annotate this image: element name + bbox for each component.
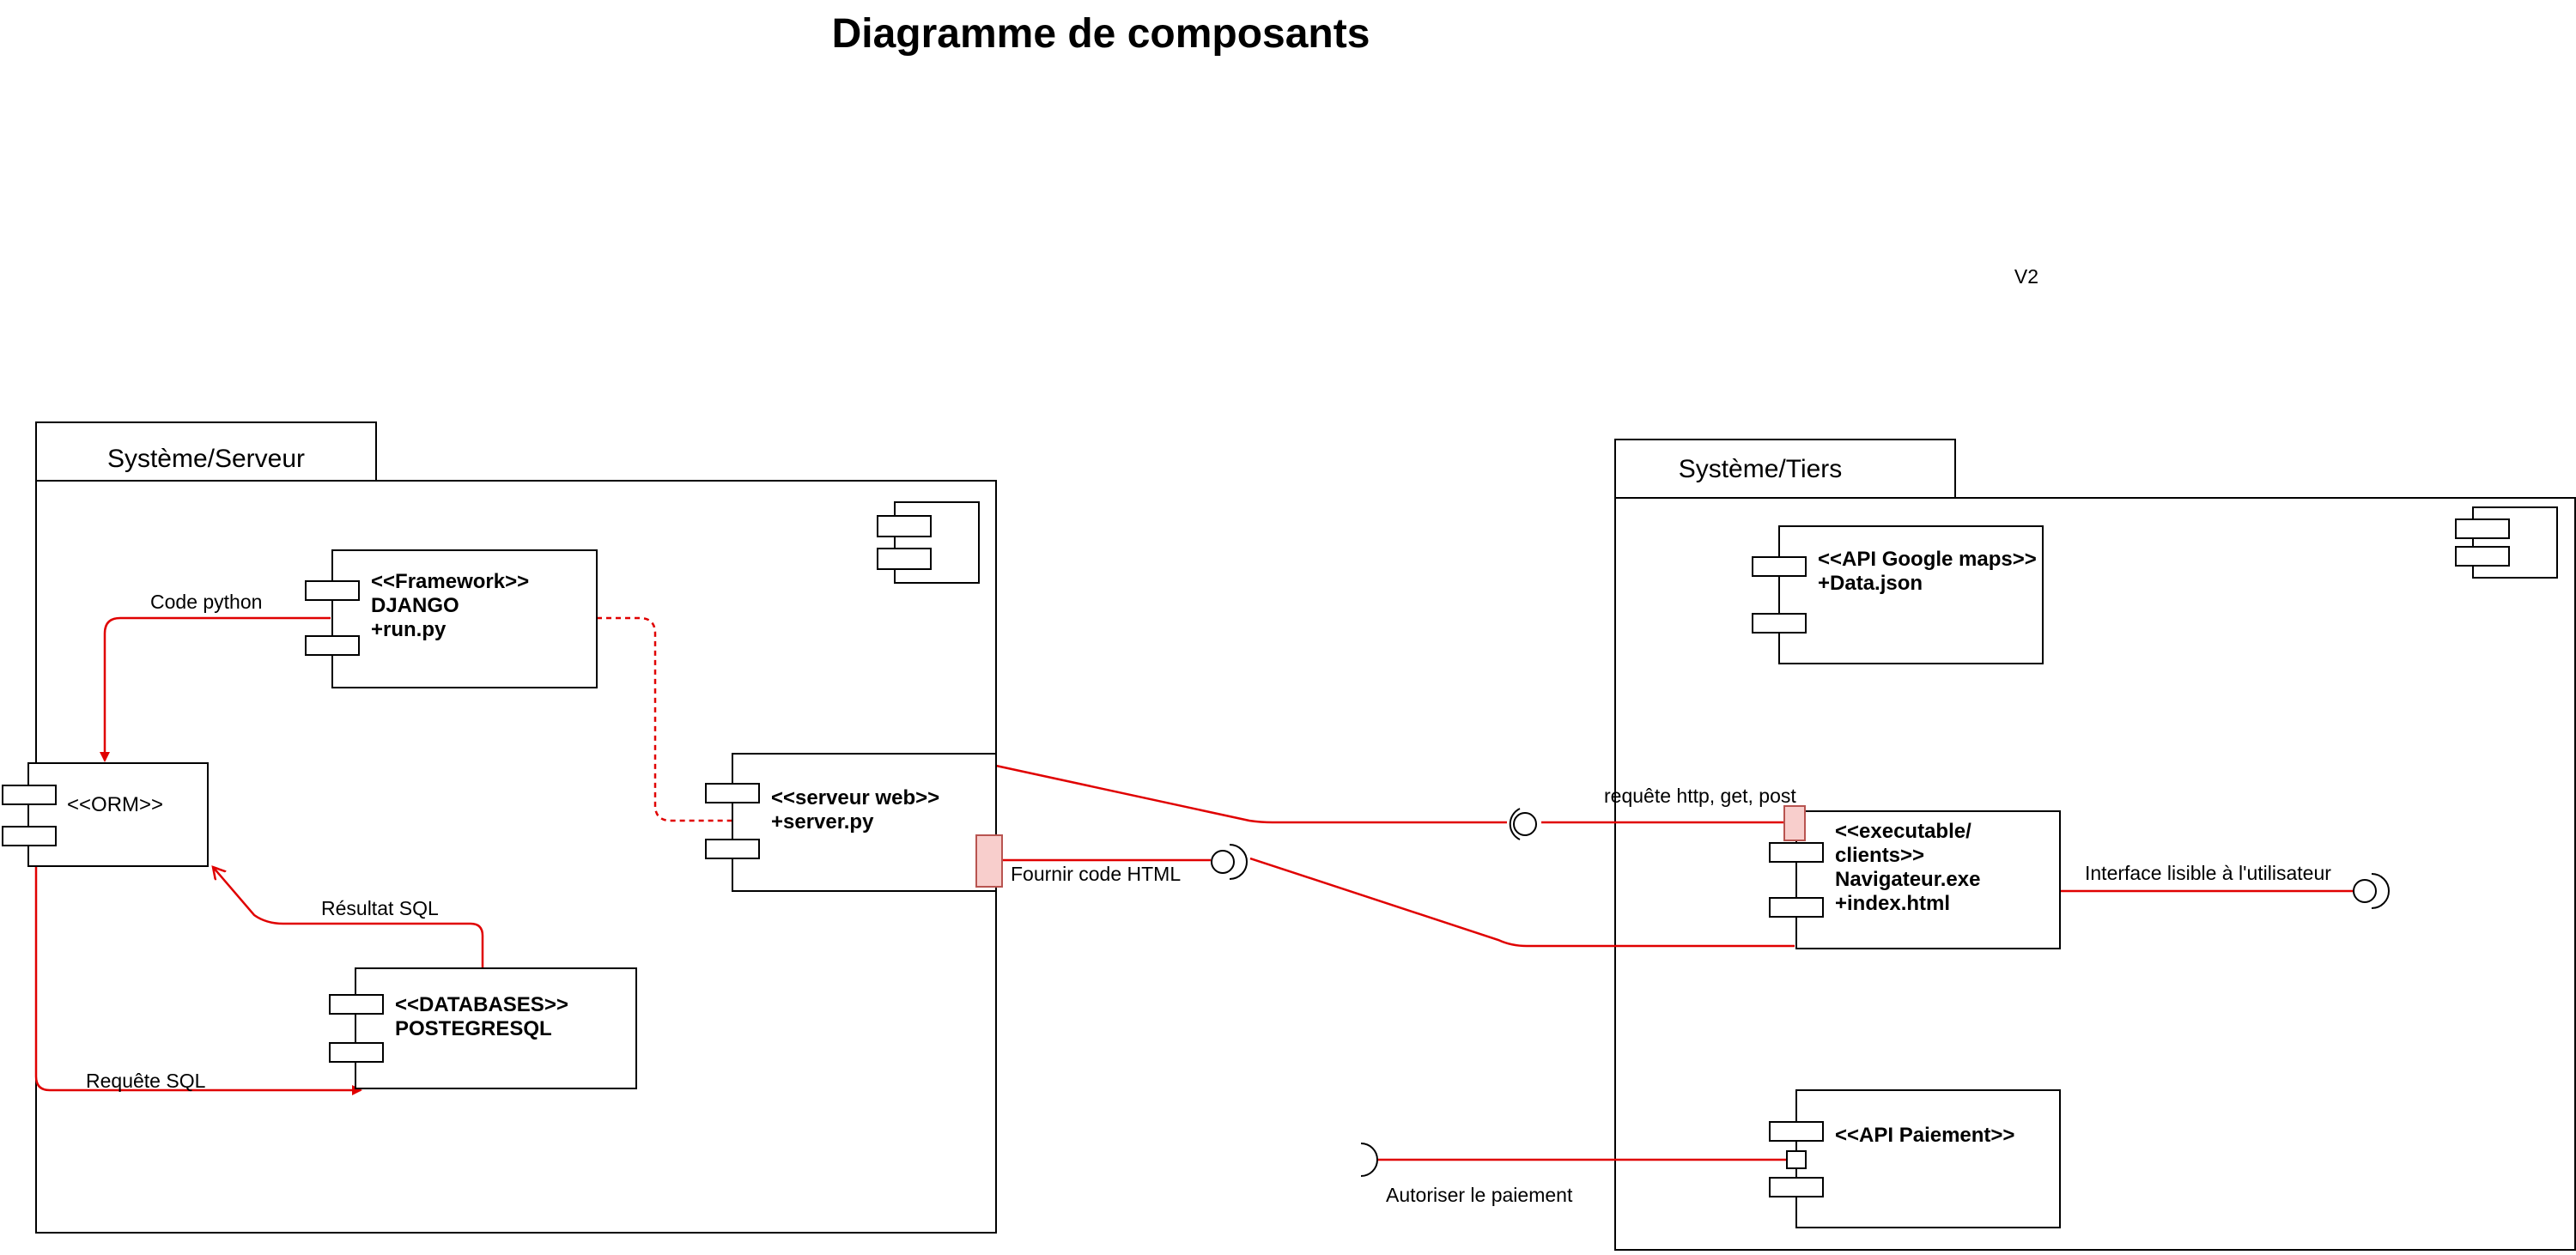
- framework-name: DJANGO: [371, 594, 459, 617]
- browser-stereotype-2: clients>>: [1835, 844, 1924, 867]
- connector-webserver-http: [995, 764, 1507, 824]
- label-user-interface: Interface lisible à l'utilisateur: [2085, 862, 2331, 884]
- connector-sql-result: [213, 867, 484, 968]
- google-maps-stereotype: <<API Google maps>>: [1818, 548, 2037, 571]
- required-interface-payment: [1360, 1143, 1378, 1177]
- label-html-provide: Fournir code HTML: [1011, 863, 1181, 885]
- payment-port: [1786, 1150, 1807, 1169]
- browser-stereotype: <<executable/: [1835, 820, 1971, 843]
- component-icon: [877, 501, 980, 584]
- connectors: [34, 616, 2354, 1161]
- component-database: <<DATABASES>> POSTEGRESQL: [329, 967, 637, 1089]
- framework-detail: +run.py: [371, 618, 447, 641]
- label-http-request: requête http, get, post: [1604, 785, 1796, 807]
- google-maps-detail: +Data.json: [1818, 572, 1923, 595]
- component-browser: <<executable/ clients>> Navigateur.exe +…: [1769, 805, 2061, 949]
- connector-framework-webserver: [597, 616, 732, 822]
- framework-stereotype: <<Framework>>: [371, 570, 529, 593]
- label-sql-query: Requête SQL: [86, 1070, 206, 1092]
- component-framework: <<Framework>> DJANGO +run.py: [305, 549, 598, 688]
- provided-interface-html: [1211, 850, 1235, 874]
- package-server-label: Système/Serveur: [107, 445, 305, 473]
- browser-name: Navigateur.exe: [1835, 868, 1980, 891]
- connector-html-browser: [1249, 857, 1795, 948]
- required-interface-html: [1229, 844, 1248, 880]
- interfaces: [1211, 808, 2390, 1177]
- webserver-stereotype: <<serveur web>>: [771, 786, 939, 809]
- connector-code-python: [100, 616, 331, 762]
- connector-sql-query: [34, 865, 362, 1095]
- provided-interface-http: [1513, 812, 1537, 836]
- required-interface-user: [2371, 873, 2390, 909]
- component-webserver: <<serveur web>> +server.py: [705, 753, 1003, 892]
- component-payment: <<API Paiement>>: [1769, 1089, 2061, 1228]
- database-stereotype: <<DATABASES>>: [395, 993, 568, 1016]
- component-orm: <<ORM>>: [2, 762, 209, 867]
- version-label: V2: [2014, 265, 2038, 288]
- webserver-detail: +server.py: [771, 810, 874, 834]
- browser-port: [1783, 805, 1806, 841]
- label-authorize-payment: Autoriser le paiement: [1386, 1184, 1573, 1206]
- component-icon: [2455, 506, 2558, 579]
- component-google-maps: <<API Google maps>> +Data.json: [1752, 525, 2044, 664]
- provided-interface-user: [2353, 879, 2377, 903]
- orm-stereotype: <<ORM>>: [67, 793, 163, 816]
- required-interface-http: [1509, 808, 1521, 840]
- browser-detail: +index.html: [1835, 892, 1950, 915]
- label-code-python: Code python: [150, 591, 262, 613]
- webserver-port: [975, 834, 1003, 888]
- database-name: POSTEGRESQL: [395, 1017, 552, 1040]
- diagram-title: Diagramme de composants: [832, 11, 1370, 57]
- package-third-party-label: Système/Tiers: [1679, 455, 1843, 483]
- package-server-tab: [35, 421, 377, 482]
- label-sql-result: Résultat SQL: [321, 897, 439, 919]
- payment-stereotype: <<API Paiement>>: [1835, 1124, 2014, 1147]
